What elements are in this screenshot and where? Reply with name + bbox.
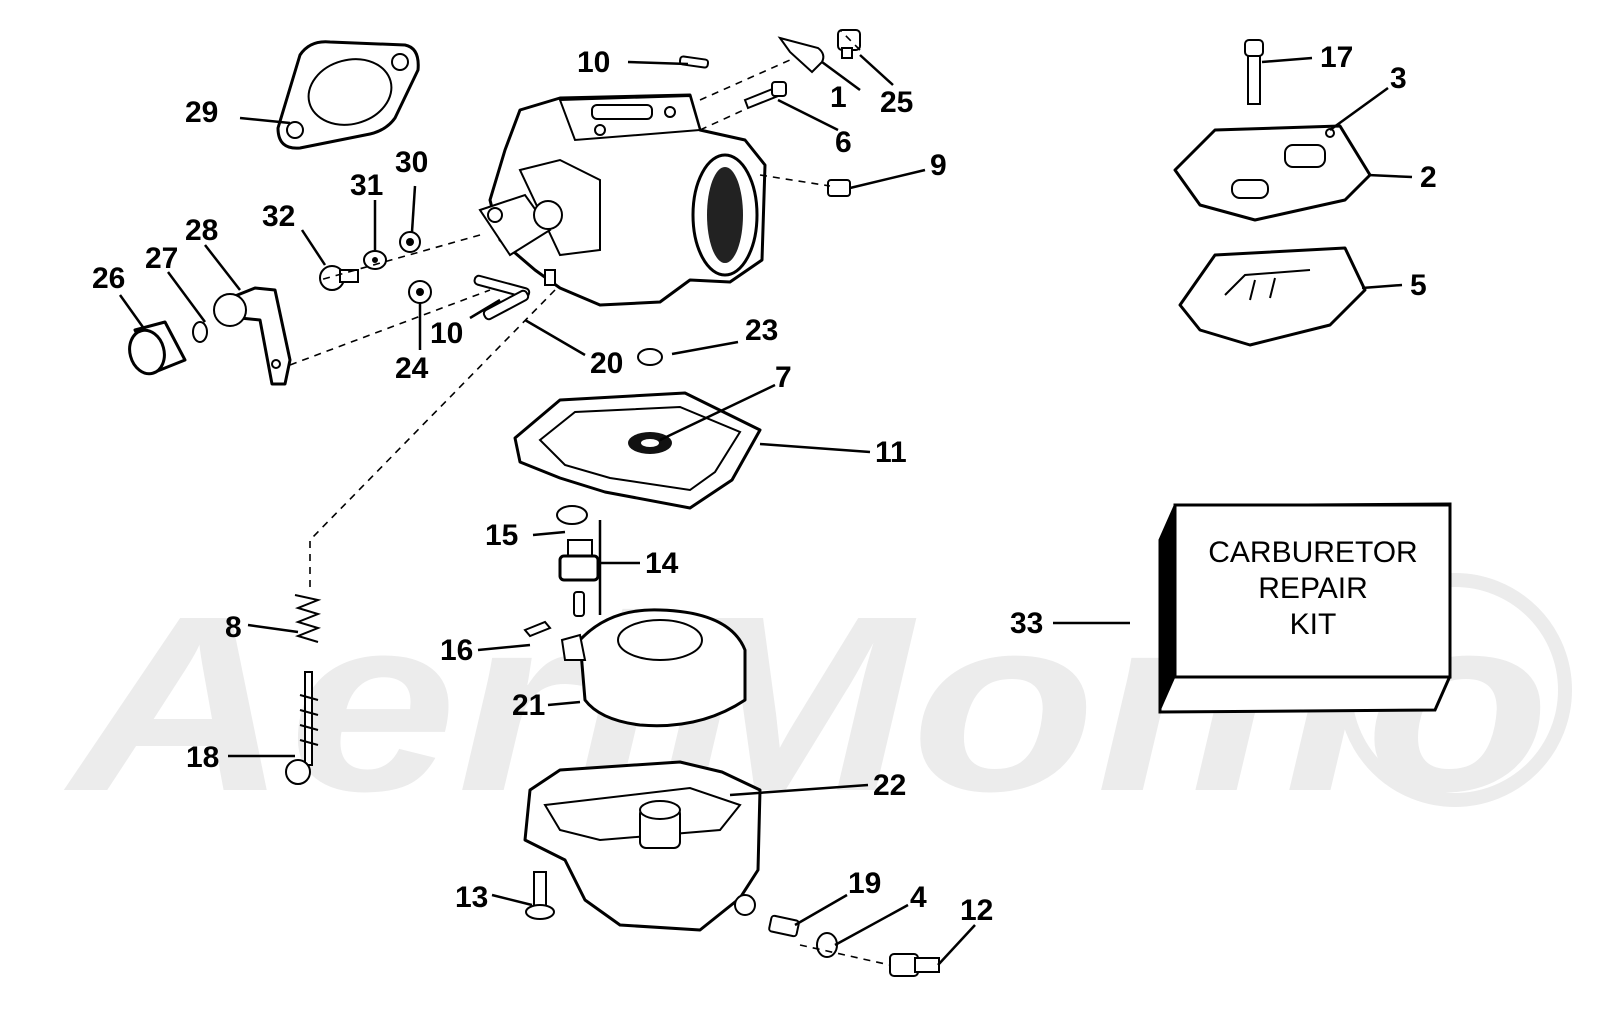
callout-numbers: 1 2 3 4 5 6 7 8 9 10 10 11 12 13 14 15 1… [92, 41, 1437, 927]
screw-part-12 [889, 953, 940, 977]
lockwasher-part-24 [408, 280, 432, 304]
washer-part-27 [192, 321, 208, 343]
needle-seat-part-14 [558, 539, 600, 617]
kit-label-line1: CARBURETOR [1208, 536, 1417, 569]
screw-part-13 [525, 871, 555, 920]
callout-7: 7 [775, 361, 792, 394]
flange-gasket-part [276, 40, 420, 150]
callout-9: 9 [930, 149, 947, 182]
washer-part-4 [816, 932, 838, 958]
carburetor-body-part [478, 93, 767, 307]
callout-26: 26 [92, 262, 125, 295]
lockwasher-part-30 [399, 231, 421, 253]
callout-17: 17 [1320, 41, 1353, 74]
callout-33: 33 [1010, 607, 1043, 640]
callout-16: 16 [440, 634, 473, 667]
callout-10a: 10 [577, 46, 610, 79]
float-bowl-part-22 [523, 760, 762, 932]
washer-part-31 [363, 250, 387, 270]
callout-30: 30 [395, 146, 428, 179]
pin-part-20 [482, 289, 530, 321]
callout-18: 18 [186, 741, 219, 774]
screw-part-17 [1244, 39, 1264, 105]
callout-13: 13 [455, 881, 488, 914]
float-part-21 [560, 608, 747, 728]
callout-32: 32 [262, 200, 295, 233]
callout-14: 14 [645, 547, 679, 580]
screw-part-6 [743, 81, 787, 110]
cover-gasket-part-5 [1178, 246, 1367, 347]
callout-10b: 10 [430, 317, 463, 350]
callout-6: 6 [835, 126, 852, 159]
callout-5: 5 [1410, 269, 1427, 302]
callout-15: 15 [485, 519, 518, 552]
callout-1: 1 [830, 81, 847, 114]
mixture-needle-part-18 [285, 671, 319, 785]
callout-23: 23 [745, 314, 778, 347]
ball-part-23 [637, 348, 663, 366]
callout-31: 31 [350, 169, 383, 202]
callout-12: 12 [960, 894, 993, 927]
kit-label-line3: KIT [1290, 608, 1337, 641]
callout-2: 2 [1420, 161, 1437, 194]
leader-lines [118, 54, 1413, 966]
screw-part-25 [837, 29, 861, 59]
spring-part-8 [294, 594, 322, 643]
callout-28: 28 [185, 214, 218, 247]
pin-part-10b [473, 274, 531, 299]
clip-part-1 [777, 36, 825, 74]
cover-part-2 [1173, 124, 1372, 222]
kit-label-line2: REPAIR [1258, 572, 1367, 605]
callout-19: 19 [848, 867, 881, 900]
throttle-lever-part-28 [213, 286, 292, 386]
pin-part-10a [678, 55, 710, 69]
callout-8: 8 [225, 611, 242, 644]
callout-3: 3 [1390, 62, 1407, 95]
assembly-dashed-lines [289, 29, 891, 966]
roller-part-26 [128, 320, 187, 376]
callout-21: 21 [512, 689, 545, 722]
clip-part-16 [523, 620, 552, 638]
seat-gasket-part-15 [556, 505, 588, 525]
screw-part-32 [319, 265, 359, 291]
callout-4: 4 [910, 881, 927, 914]
repair-kit-box: CARBURETOR REPAIR KIT [1158, 502, 1452, 714]
plug-part-9 [827, 179, 851, 197]
callout-24: 24 [395, 352, 429, 385]
callout-29: 29 [185, 96, 218, 129]
callout-11: 11 [875, 436, 907, 469]
callout-27: 27 [145, 242, 178, 275]
plug-part-19 [768, 914, 800, 938]
callout-22: 22 [873, 769, 906, 802]
callout-25: 25 [880, 86, 913, 119]
callout-20: 20 [590, 347, 623, 380]
